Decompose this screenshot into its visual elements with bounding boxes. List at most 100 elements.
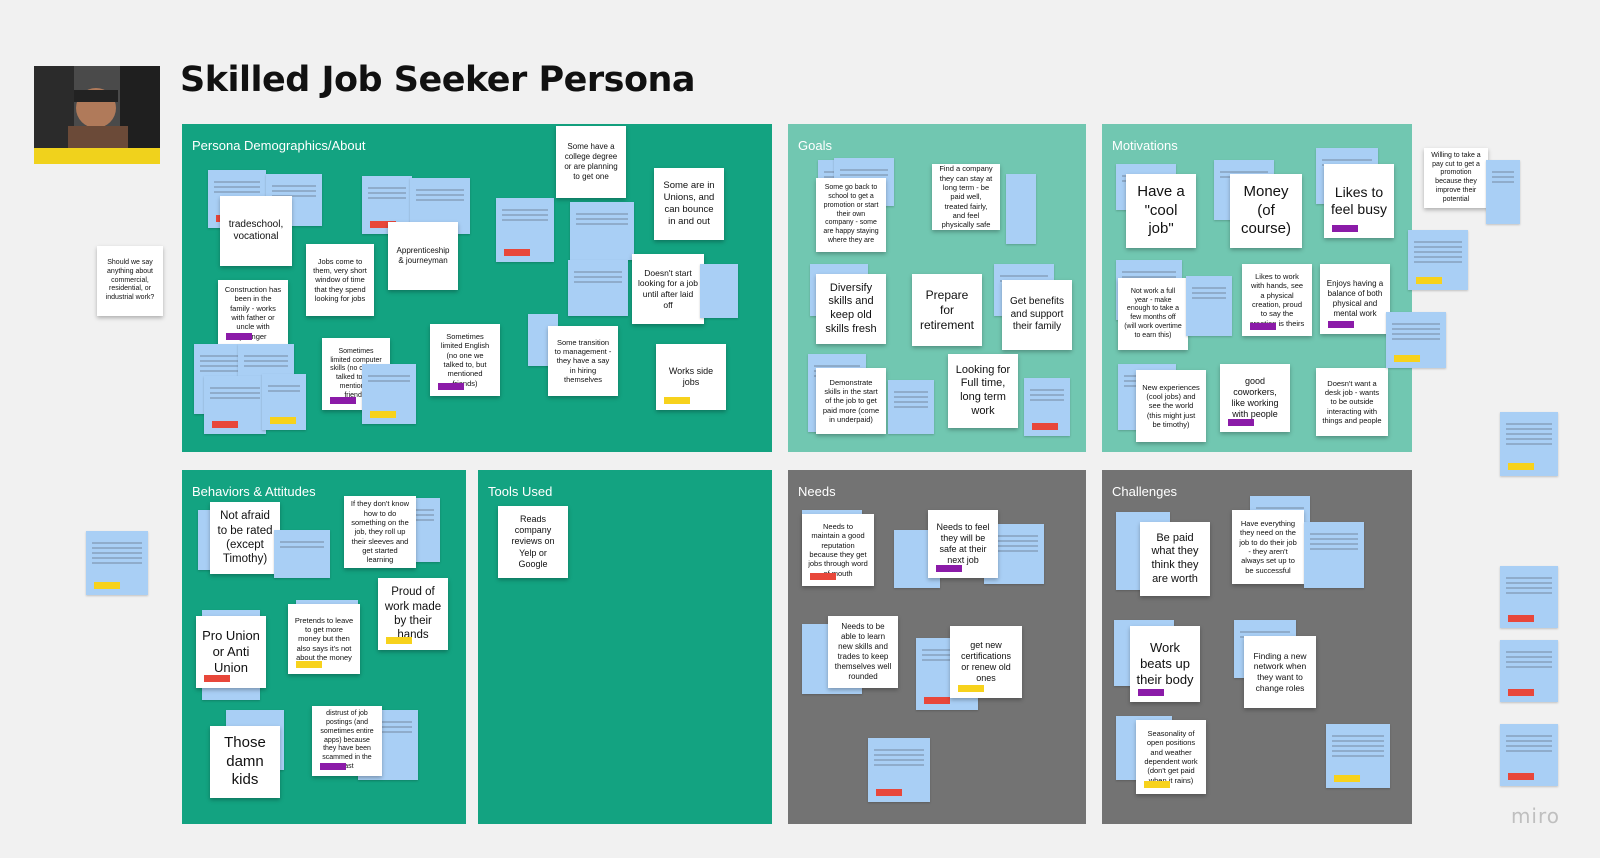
sticky-note[interactable]: Pretends to leave to get more money but …: [288, 604, 360, 674]
sticky-note[interactable]: Demonstrate skills in the start of the j…: [816, 368, 886, 434]
sticky-note[interactable]: Sometimes limited English (no one we tal…: [430, 324, 500, 396]
sticky-note-blue[interactable]: [1500, 724, 1558, 786]
sticky-note[interactable]: Needs to be able to learn new skills and…: [828, 616, 898, 688]
sticky-note[interactable]: Work beats up their body: [1130, 626, 1200, 702]
sticky-note[interactable]: Enjoys having a balance of both physical…: [1320, 264, 1390, 334]
sticky-note[interactable]: Apprenticeship & journeyman: [388, 222, 458, 290]
sticky-note[interactable]: Get benefits and support their family: [1002, 280, 1072, 350]
sticky-note[interactable]: Construction has been in the family - wo…: [218, 280, 288, 346]
note-text: Pretends to leave to get more money but …: [294, 615, 354, 663]
note-text: Likes to feel busy: [1330, 183, 1388, 218]
section-challenges: Challenges Be paid what they think they …: [1102, 470, 1412, 824]
section-title: Motivations: [1112, 138, 1178, 153]
note-text: Not work a full year - make enough to ta…: [1124, 287, 1182, 339]
section-title: Behaviors & Attitudes: [192, 484, 316, 499]
section-behaviors: Behaviors & Attitudes Not afraid to be r…: [182, 470, 466, 824]
sticky-note-blue[interactable]: [700, 264, 738, 318]
sticky-note[interactable]: Needs to maintain a good reputation beca…: [802, 514, 874, 586]
sticky-note-blue[interactable]: [868, 738, 930, 802]
sticky-note[interactable]: Seasonality of open positions and weathe…: [1136, 720, 1206, 794]
note-text: Looking for Full time, long term work: [955, 363, 1011, 417]
sticky-note-blue[interactable]: [1024, 378, 1070, 436]
sticky-note-blue[interactable]: [1486, 160, 1520, 224]
sticky-note[interactable]: New experiences (cool jobs) and see the …: [1136, 370, 1206, 442]
note-text: Not afraid to be rated (except Timothy): [217, 510, 273, 566]
sticky-note-blue[interactable]: [86, 531, 148, 595]
sticky-note[interactable]: Not work a full year - make enough to ta…: [1118, 278, 1188, 350]
sticky-note[interactable]: Not afraid to be rated (except Timothy): [210, 502, 280, 574]
sticky-note[interactable]: Works side jobs: [656, 344, 726, 410]
sticky-note-blue[interactable]: [570, 202, 634, 260]
section-tools: Tools Used Reads company reviews on Yelp…: [478, 470, 772, 824]
section-title: Challenges: [1112, 484, 1178, 499]
sticky-note[interactable]: Some go back to school to get a promotio…: [816, 178, 886, 252]
note-text: Needs to maintain a good reputation beca…: [808, 521, 868, 578]
sticky-note[interactable]: Some transition to management - they hav…: [548, 326, 618, 396]
sticky-note[interactable]: Those damn kids: [210, 726, 280, 798]
sticky-note-blue[interactable]: [496, 198, 554, 262]
sticky-note[interactable]: Prepare for retirement: [912, 274, 982, 346]
sticky-note[interactable]: Some have a college degree or are planni…: [556, 126, 626, 198]
note-text: Pro Union or Anti Union: [202, 627, 260, 676]
sticky-note-blue[interactable]: [204, 376, 266, 434]
sticky-note[interactable]: Diversify skills and keep old skills fre…: [816, 274, 886, 344]
sticky-note-blue[interactable]: [1500, 412, 1558, 476]
sticky-note[interactable]: tradeschool, vocational: [220, 196, 292, 266]
section-title: Goals: [798, 138, 832, 153]
sticky-note[interactable]: good coworkers, like working with people: [1220, 364, 1290, 432]
note-text: New experiences (cool jobs) and see the …: [1142, 382, 1200, 430]
sticky-note[interactable]: Finding a new network when they want to …: [1244, 636, 1316, 708]
note-text: get new certifications or renew old ones: [960, 639, 1012, 684]
sticky-note[interactable]: Some are in Unions, and can bounce in an…: [654, 168, 724, 240]
sticky-note[interactable]: Looking for Full time, long term work: [948, 354, 1018, 428]
sticky-note[interactable]: If they don't know how to do something o…: [344, 496, 416, 568]
sticky-note[interactable]: get new certifications or renew old ones: [950, 626, 1022, 698]
sticky-note[interactable]: Doesn't want a desk job - wants to be ou…: [1316, 368, 1388, 436]
sticky-note-blue[interactable]: [1006, 174, 1036, 244]
sticky-note[interactable]: Proud of work made by their hands: [378, 578, 448, 650]
sticky-note[interactable]: Likes to work with hands, see a physical…: [1242, 264, 1312, 336]
sticky-note-blue[interactable]: [274, 530, 330, 578]
sticky-note[interactable]: Find a company they can stay at long ter…: [932, 164, 1000, 230]
side-note-promotion[interactable]: Willing to take a pay cut to get a promo…: [1424, 148, 1488, 208]
side-note-text: Should we say anything about commercial,…: [105, 259, 155, 302]
note-text: Sometimes limited English (no one we tal…: [440, 331, 490, 388]
note-text: Proud of work made by their hands: [384, 586, 442, 642]
sticky-note[interactable]: Likes to feel busy: [1324, 164, 1394, 238]
sticky-note[interactable]: distrust of job postings (and sometimes …: [312, 706, 382, 776]
sticky-note[interactable]: Have a "cool job": [1126, 174, 1196, 248]
note-text: Be paid what they think they are worth: [1151, 531, 1199, 585]
note-text: Have a "cool job": [1137, 182, 1185, 238]
sticky-note-blue[interactable]: [888, 380, 934, 434]
sticky-note[interactable]: Needs to feel they will be safe at their…: [928, 510, 998, 578]
sticky-note[interactable]: Be paid what they think they are worth: [1140, 522, 1210, 596]
note-text: Needs to be able to learn new skills and…: [834, 622, 892, 681]
section-motivations: Motivations Have a "cool job" Money (of …: [1102, 124, 1412, 452]
note-text: Reads company reviews on Yelp or Google: [511, 513, 555, 569]
sticky-note[interactable]: Reads company reviews on Yelp or Google: [498, 506, 568, 578]
sticky-note-blue[interactable]: [1186, 276, 1232, 336]
sticky-note[interactable]: Pro Union or Anti Union: [196, 616, 266, 688]
sticky-note-blue[interactable]: [1500, 640, 1558, 702]
sticky-note-blue[interactable]: [362, 364, 416, 424]
sticky-note-blue[interactable]: [262, 374, 306, 430]
sticky-note-blue[interactable]: [568, 260, 628, 316]
sticky-note-blue[interactable]: [1386, 312, 1446, 368]
sticky-note[interactable]: Have everything they need on the job to …: [1232, 510, 1304, 584]
sticky-note-blue[interactable]: [1304, 522, 1364, 588]
note-text: Needs to feel they will be safe at their…: [936, 521, 990, 566]
sticky-note-blue[interactable]: [1500, 566, 1558, 628]
note-text: distrust of job postings (and sometimes …: [320, 710, 374, 770]
note-text: Some have a college degree or are planni…: [564, 142, 618, 181]
note-text: Prepare for retirement: [919, 287, 975, 332]
sticky-note-blue[interactable]: [1326, 724, 1390, 788]
note-text: Diversify skills and keep old skills fre…: [825, 281, 877, 335]
side-note-commercial-question[interactable]: Should we say anything about commercial,…: [97, 246, 163, 316]
note-text: Get benefits and support their family: [1010, 296, 1064, 333]
sticky-note[interactable]: Jobs come to them, very short window of …: [306, 244, 374, 316]
sticky-note[interactable]: Doesn't start looking for a job until af…: [632, 254, 704, 324]
sticky-note-blue[interactable]: [1408, 230, 1468, 290]
note-text: Willing to take a pay cut to get a promo…: [1431, 151, 1481, 203]
sticky-note[interactable]: Money (of course): [1230, 174, 1302, 248]
section-title: Tools Used: [488, 484, 553, 499]
